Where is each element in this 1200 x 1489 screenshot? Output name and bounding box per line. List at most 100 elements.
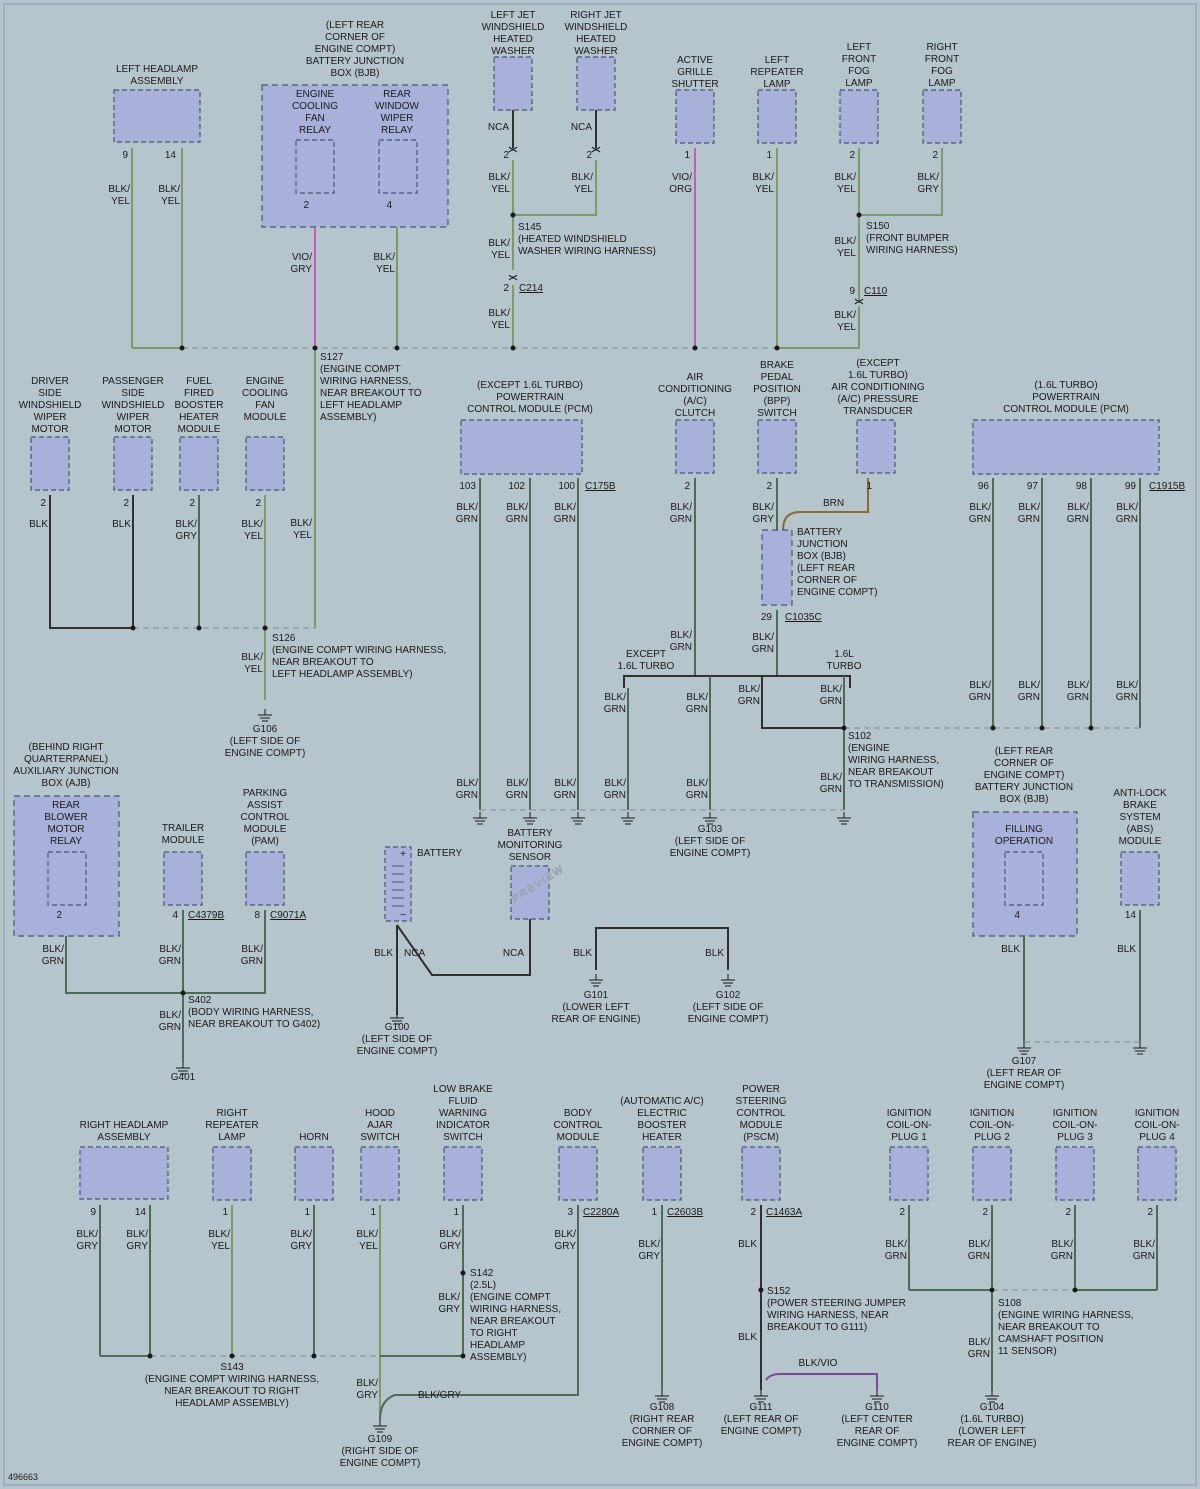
bjb-mid-box	[761, 529, 793, 606]
ground-g110	[870, 1390, 884, 1403]
wire-color: BLK/	[752, 632, 774, 643]
bjb-top-label: BOX (BJB)	[331, 68, 380, 79]
g108-label: (RIGHT REAR	[630, 1414, 695, 1425]
drv-wiper-label: MOTOR	[31, 424, 68, 435]
pam-label: MODULE	[244, 824, 287, 835]
bcm-box	[558, 1146, 598, 1201]
acp-label: 1.6L TURBO)	[848, 370, 908, 381]
wire-color: BLK/	[175, 519, 197, 530]
ac-clutch-label: AIR	[687, 372, 704, 383]
trailer-label: TRAILER	[162, 823, 204, 834]
wire-color: BLK/	[969, 502, 991, 513]
pscm-label: STEERING	[735, 1096, 786, 1107]
wire-color: GRN	[885, 1251, 907, 1262]
wire-color: VIO/	[672, 172, 692, 183]
splice-dot	[1072, 1287, 1078, 1293]
drv-wiper-box	[30, 436, 70, 491]
fan-relay-label: ENGINE	[296, 89, 335, 100]
ground-g104	[985, 1390, 999, 1403]
connector-c1463a: C1463A	[766, 1207, 802, 1218]
wire-color: BLK/	[488, 172, 510, 183]
ground-g103	[837, 812, 851, 825]
splice-dot	[460, 1270, 466, 1276]
left-headlamp-label: ASSEMBLY	[130, 76, 183, 87]
wire-color: BLK/	[506, 502, 528, 513]
wire-color: BLK/	[1067, 680, 1089, 691]
blower-relay-label: BLOWER	[44, 812, 87, 823]
splice-dot	[196, 625, 202, 631]
g101-label: (LOWER LEFT	[562, 1002, 629, 1013]
wire-color: BLK/	[834, 310, 856, 321]
pin: 9	[849, 286, 855, 297]
g103-label: ENGINE COMPT)	[670, 848, 751, 859]
wire-color: YEL	[293, 530, 312, 541]
wire-ajb	[65, 910, 183, 994]
splice-dot	[774, 345, 780, 351]
wire-color: BLK/	[820, 772, 842, 783]
bjb-mid-label: CORNER OF	[797, 575, 857, 586]
abs-box	[1120, 851, 1160, 906]
coil3-label: PLUG 3	[1057, 1132, 1093, 1143]
s126-label: S126	[272, 633, 296, 644]
horn-box	[294, 1146, 334, 1201]
wire-color: BLK	[29, 519, 48, 530]
s402-label: (BODY WIRING HARNESS,	[188, 1007, 313, 1018]
pin: 1	[370, 1207, 376, 1218]
note: TURBO	[827, 661, 862, 672]
g110-label: (LEFT CENTER	[841, 1414, 913, 1425]
pin: 14	[1125, 910, 1137, 921]
hood-label: SWITCH	[360, 1132, 399, 1143]
wire-color: NCA	[404, 948, 425, 959]
acp-box	[856, 419, 896, 474]
pin: 29	[761, 612, 773, 623]
pin: 2	[56, 910, 62, 921]
r-repeater-label: RIGHT	[216, 1108, 247, 1119]
wire-color: GRN	[456, 790, 478, 801]
drv-wiper-label: WINDSHIELD	[19, 400, 82, 411]
pin: 2	[123, 498, 129, 509]
bjb-top-label: ENGINE COMPT)	[315, 44, 396, 55]
abs-label: MODULE	[1119, 836, 1162, 847]
acp-label: (EXCEPT	[856, 358, 899, 369]
grille-box	[675, 89, 715, 144]
wire-color: GRN	[738, 696, 760, 707]
connector-mark	[508, 146, 518, 153]
pcm-except-label: (EXCEPT 1.6L TURBO)	[477, 380, 583, 391]
pin: 98	[1076, 481, 1088, 492]
s152-label: WIRING HARNESS, NEAR	[767, 1310, 889, 1321]
coil2-box	[972, 1146, 1012, 1201]
g110-label: REAR OF	[855, 1426, 899, 1437]
left-repeater-label: REPEATER	[750, 67, 803, 78]
wire-color: YEL	[837, 322, 856, 333]
ground-g103	[473, 812, 487, 825]
splice-dot	[130, 625, 136, 631]
wire-color: BLK	[705, 948, 724, 959]
wire-color: YEL	[244, 531, 263, 542]
g108-label: G108	[650, 1402, 675, 1413]
right-jet-washer-label: RIGHT JET	[570, 10, 621, 21]
g104-label: (1.6L TURBO)	[960, 1414, 1023, 1425]
trailer-box	[163, 851, 203, 906]
pin: 2	[750, 1207, 756, 1218]
coil4-label: PLUG 4	[1139, 1132, 1175, 1143]
pin: 2	[40, 498, 46, 509]
wire-color: BLK/	[752, 172, 774, 183]
s142-label: WIRING HARNESS,	[470, 1304, 561, 1315]
r-repeater-box	[212, 1146, 252, 1201]
bms-label: BATTERY	[507, 828, 553, 839]
wire-color: BLK/	[456, 502, 478, 513]
wire-color: GRN	[241, 956, 263, 967]
splice-dot	[394, 345, 400, 351]
wire-color: GRY	[127, 1241, 149, 1252]
wire-color: GRN	[1116, 514, 1138, 525]
splice-dot	[692, 345, 698, 351]
wire-color: BLK/	[159, 944, 181, 955]
wire-color: GRN	[820, 696, 842, 707]
wire-color: YEL	[755, 184, 774, 195]
s108-label: S108	[998, 1298, 1022, 1309]
filling-box	[1004, 851, 1044, 906]
wire-color: ORG	[669, 184, 692, 195]
wire-color: GRN	[686, 790, 708, 801]
s142-label: NEAR BREAKOUT	[470, 1316, 556, 1327]
wire-color: YEL	[376, 264, 395, 275]
